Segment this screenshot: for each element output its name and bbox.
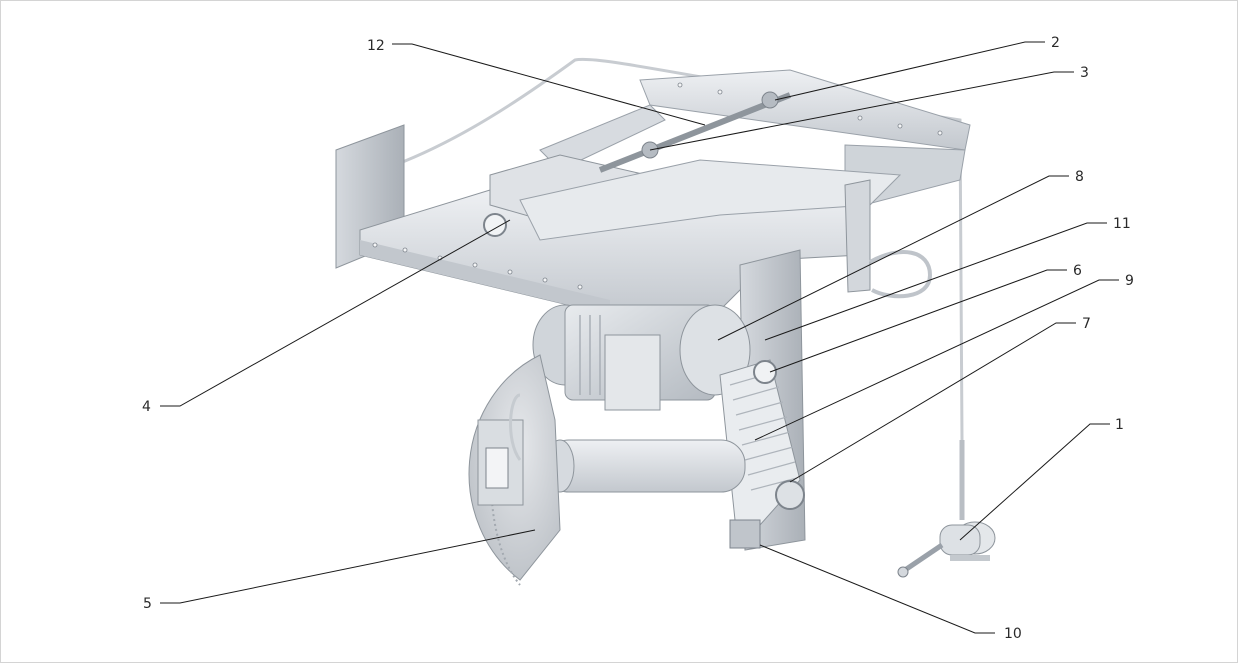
leader-line-11 bbox=[764, 222, 1107, 341]
callout-labels: 1 2 3 4 5 6 7 8 9 10 11 12 bbox=[142, 35, 1134, 642]
callout-label-12: 12 bbox=[367, 38, 385, 54]
saw-blade bbox=[468, 354, 561, 586]
leader-line-8 bbox=[717, 175, 1069, 341]
leader-line-12 bbox=[392, 43, 706, 126]
callout-label-2: 2 bbox=[1051, 35, 1060, 51]
pump-unit bbox=[897, 521, 996, 578]
callout-label-1: 1 bbox=[1115, 417, 1124, 433]
leader-line-2 bbox=[774, 41, 1045, 101]
callout-label-10: 10 bbox=[1004, 626, 1022, 642]
callout-label-7: 7 bbox=[1082, 316, 1091, 332]
leader-line-3 bbox=[649, 71, 1074, 151]
motor bbox=[532, 304, 751, 411]
leader-line-6 bbox=[769, 269, 1067, 373]
leader-line-5 bbox=[160, 529, 536, 604]
callout-label-3: 3 bbox=[1080, 65, 1089, 81]
leader-lines bbox=[160, 41, 1119, 634]
blade-shaft bbox=[544, 439, 761, 549]
leader-line-1 bbox=[959, 423, 1110, 541]
callout-label-6: 6 bbox=[1073, 263, 1082, 279]
upper-frame bbox=[359, 69, 971, 316]
leader-line-7 bbox=[789, 322, 1076, 483]
callout-label-9: 9 bbox=[1125, 273, 1134, 289]
callout-label-11: 11 bbox=[1113, 216, 1131, 232]
callout-label-4: 4 bbox=[142, 399, 151, 415]
callout-label-8: 8 bbox=[1075, 169, 1084, 185]
callout-label-5: 5 bbox=[143, 596, 152, 612]
leader-line-9 bbox=[754, 279, 1119, 441]
leader-line-10 bbox=[759, 544, 995, 634]
belt-drive bbox=[719, 359, 805, 526]
leader-line-4 bbox=[160, 219, 511, 407]
